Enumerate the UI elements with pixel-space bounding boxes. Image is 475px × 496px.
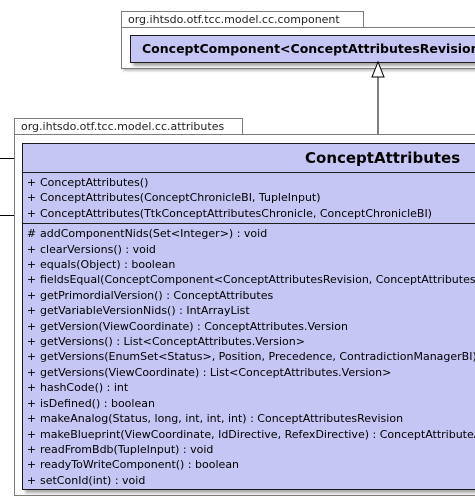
method-row[interactable]: +getVersion(ViewCoordinate) : ConceptAtt…	[26, 319, 475, 334]
method-row[interactable]: +equals(Object) : boolean	[26, 257, 475, 272]
member-signature: makeBlueprint(ViewCoordinate, IdDirectiv…	[40, 427, 475, 441]
member-signature: equals(Object) : boolean	[40, 258, 176, 272]
member-signature: readFromBdb(TupleInput) : void	[40, 442, 214, 456]
method-row[interactable]: +hashCode() : int	[26, 380, 475, 395]
member-signature: clearVersions() : void	[40, 242, 156, 256]
member-signature: hashCode() : int	[40, 381, 129, 395]
visibility-marker: +	[26, 427, 37, 441]
visibility-marker: +	[26, 350, 37, 364]
method-row[interactable]: +getPrimordialVersion() : ConceptAttribu…	[26, 288, 475, 303]
visibility-marker: +	[26, 304, 37, 318]
constructor-row[interactable]: +ConceptAttributes(ConceptChronicleBI, T…	[26, 190, 475, 205]
method-row[interactable]: +makeAnalog(Status, long, int, int, int)…	[26, 411, 475, 426]
visibility-marker: +	[26, 442, 37, 456]
method-row[interactable]: +getVersions() : List<ConceptAttributes.…	[26, 334, 475, 349]
member-signature: getVariableVersionNids() : IntArrayList	[40, 304, 250, 318]
method-row[interactable]: +clearVersions() : void	[26, 242, 475, 257]
method-row[interactable]: +getVariableVersionNids() : IntArrayList	[26, 303, 475, 318]
visibility-marker: +	[26, 412, 37, 426]
member-signature: fieldsEqual(ConceptComponent<ConceptAttr…	[40, 273, 475, 287]
member-signature: makeAnalog(Status, long, int, int, int) …	[40, 412, 404, 426]
attributes-package-tab: org.ihtsdo.otf.tcc.model.cc.attributes	[14, 118, 243, 135]
member-signature: ConceptAttributes(ConceptChronicleBI, Tu…	[40, 191, 321, 205]
constructors-compartment: +ConceptAttributes()+ConceptAttributes(C…	[23, 172, 475, 223]
visibility-marker: #	[26, 227, 37, 241]
methods-compartment: #addComponentNids(Set<Integer>) : void+c…	[23, 223, 475, 489]
concept-component-class-name: ConceptComponent<ConceptAttributesRevisi…	[142, 41, 475, 56]
member-signature: getVersions(ViewCoordinate) : List<Conce…	[40, 365, 392, 379]
constructor-row[interactable]: +ConceptAttributes()	[26, 175, 475, 190]
class-name-compartment: ConceptAttributes	[23, 144, 475, 172]
visibility-marker: +	[26, 176, 37, 189]
method-row[interactable]: +makeBlueprint(ViewCoordinate, IdDirecti…	[26, 427, 475, 442]
member-signature: isDefined() : boolean	[40, 396, 155, 410]
attributes-package-name: org.ihtsdo.otf.tcc.model.cc.attributes	[21, 120, 225, 133]
method-row[interactable]: +readFromBdb(TupleInput) : void	[26, 442, 475, 457]
method-row[interactable]: +readyToWriteComponent() : boolean	[26, 457, 475, 472]
method-row[interactable]: +isDefined() : boolean	[26, 396, 475, 411]
member-signature: setConId(int) : void	[40, 473, 146, 487]
visibility-marker: +	[26, 473, 37, 487]
concept-attributes-class[interactable]: ConceptAttributes +ConceptAttributes()+C…	[22, 143, 475, 490]
method-row[interactable]: +setConId(int) : void	[26, 473, 475, 488]
method-row[interactable]: #addComponentNids(Set<Integer>) : void	[26, 226, 475, 241]
visibility-marker: +	[26, 365, 37, 379]
visibility-marker: +	[26, 288, 37, 302]
visibility-marker: +	[26, 458, 37, 472]
member-signature: readyToWriteComponent() : boolean	[40, 458, 240, 472]
method-row[interactable]: +fieldsEqual(ConceptComponent<ConceptAtt…	[26, 272, 475, 287]
method-row[interactable]: +getVersions(EnumSet<Status>, Position, …	[26, 349, 475, 364]
member-signature: addComponentNids(Set<Integer>) : void	[40, 227, 268, 241]
method-row[interactable]: +getVersions(ViewCoordinate) : List<Conc…	[26, 365, 475, 380]
visibility-marker: +	[26, 335, 37, 349]
concept-attributes-class-name: ConceptAttributes	[305, 149, 461, 167]
member-signature: ConceptAttributes()	[40, 176, 149, 189]
visibility-marker: +	[26, 206, 37, 220]
member-signature: getVersion(ViewCoordinate) : ConceptAttr…	[40, 319, 348, 333]
visibility-marker: +	[26, 258, 37, 272]
visibility-marker: +	[26, 319, 37, 333]
visibility-marker: +	[26, 396, 37, 410]
visibility-marker: +	[26, 242, 37, 256]
visibility-marker: +	[26, 191, 37, 205]
visibility-marker: +	[26, 381, 37, 395]
concept-component-class[interactable]: ConceptComponent<ConceptAttributesRevisi…	[130, 35, 475, 63]
constructor-row[interactable]: +ConceptAttributes(TtkConceptAttributesC…	[26, 206, 475, 221]
component-package-name: org.ihtsdo.otf.tcc.model.cc.component	[128, 13, 340, 26]
member-signature: ConceptAttributes(TtkConceptAttributesCh…	[40, 206, 432, 220]
member-signature: getPrimordialVersion() : ConceptAttribut…	[40, 288, 274, 302]
member-signature: getVersions() : List<ConceptAttributes.V…	[40, 335, 305, 349]
member-signature: getVersions(EnumSet<Status>, Position, P…	[40, 350, 475, 364]
generalization-arrowhead	[371, 60, 385, 78]
visibility-marker: +	[26, 273, 37, 287]
